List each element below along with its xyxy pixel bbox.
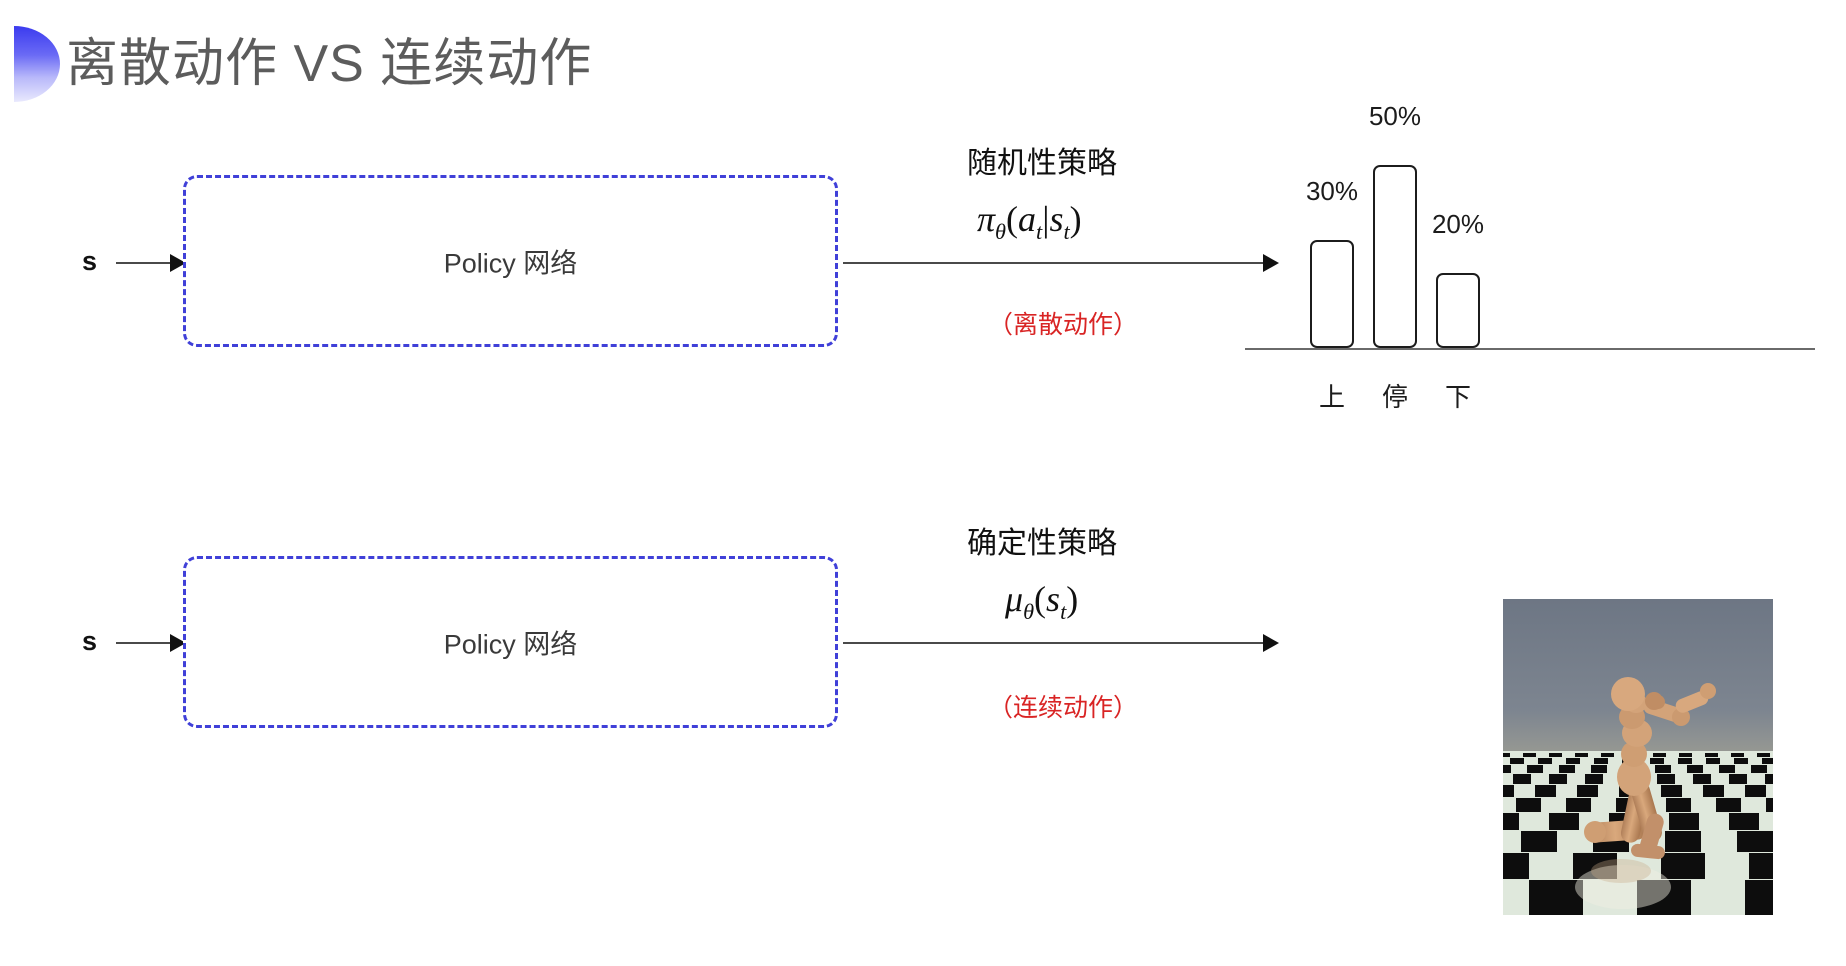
formula-arg1: a <box>1018 199 1037 239</box>
bar-rect-1 <box>1373 165 1417 348</box>
policy-network-label-discrete: Policy 网络 <box>443 248 578 279</box>
formula-open-paren: ( <box>1006 199 1019 239</box>
bar-category-label-0: 上 <box>1318 382 1346 412</box>
bar-value-label-0: 30% <box>1305 176 1359 206</box>
page-title: 离散动作 VS 连续动作 <box>66 35 593 93</box>
formula-close-paren: ) <box>1069 199 1082 239</box>
action-type-note-discrete: （离散动作） <box>988 311 1139 339</box>
formula-arg1-sub: t <box>1060 599 1067 625</box>
output-arrow-head-continuous <box>1263 634 1279 652</box>
title-bullet-icon <box>14 26 60 102</box>
bar-value-label-2: 20% <box>1431 209 1485 239</box>
input-arrow-head-discrete <box>170 254 186 272</box>
policy-formula-continuous: μθ(st) <box>1005 578 1078 625</box>
bar-rect-2 <box>1436 273 1480 348</box>
formula-head: μ <box>1005 579 1024 619</box>
policy-kind-label-discrete: 随机性策略 <box>967 147 1117 180</box>
input-arrow-head-continuous <box>170 634 186 652</box>
formula-arg1: s <box>1046 579 1061 619</box>
humanoid-body <box>1584 677 1716 860</box>
output-arrow-line-continuous <box>843 642 1273 644</box>
policy-network-box-continuous[interactable]: Policy 网络 <box>183 556 838 728</box>
input-arrow-line-discrete <box>116 262 182 264</box>
policy-network-box-discrete[interactable]: Policy 网络 <box>183 175 838 347</box>
output-arrow-head-discrete <box>1263 254 1279 272</box>
output-arrow-line-discrete <box>843 262 1273 264</box>
formula-arg2-sub: t <box>1063 219 1070 245</box>
formula-arg2: s <box>1049 199 1064 239</box>
state-input-label-discrete: s <box>82 246 98 276</box>
chart-x-axis <box>1245 348 1815 350</box>
formula-close-paren: ) <box>1066 579 1079 619</box>
state-input-label-continuous: s <box>82 626 98 656</box>
bar-category-label-1: 停 <box>1381 382 1409 412</box>
formula-conditional-bar: | <box>1042 199 1050 239</box>
policy-network-label-continuous: Policy 网络 <box>443 629 578 660</box>
formula-head-sub: θ <box>1023 599 1035 625</box>
humanoid-simulation-svg <box>1503 599 1773 915</box>
humanoid-simulation-image <box>1503 599 1773 915</box>
formula-head: π <box>977 199 996 239</box>
formula-arg1-sub: t <box>1036 219 1043 245</box>
bar-rect-0 <box>1310 240 1354 348</box>
bar-category-label-2: 下 <box>1444 382 1472 412</box>
formula-open-paren: ( <box>1034 579 1047 619</box>
action-type-note-continuous: （连续动作） <box>988 694 1139 722</box>
bar-value-label-1: 50% <box>1368 101 1422 131</box>
policy-formula-discrete: πθ(at|st) <box>977 198 1082 245</box>
formula-head-sub: θ <box>995 219 1007 245</box>
input-arrow-line-continuous <box>116 642 182 644</box>
policy-kind-label-continuous: 确定性策略 <box>967 527 1117 560</box>
action-probability-bar-chart: 30% 上 50% 停 20% 下 <box>1245 95 1815 412</box>
